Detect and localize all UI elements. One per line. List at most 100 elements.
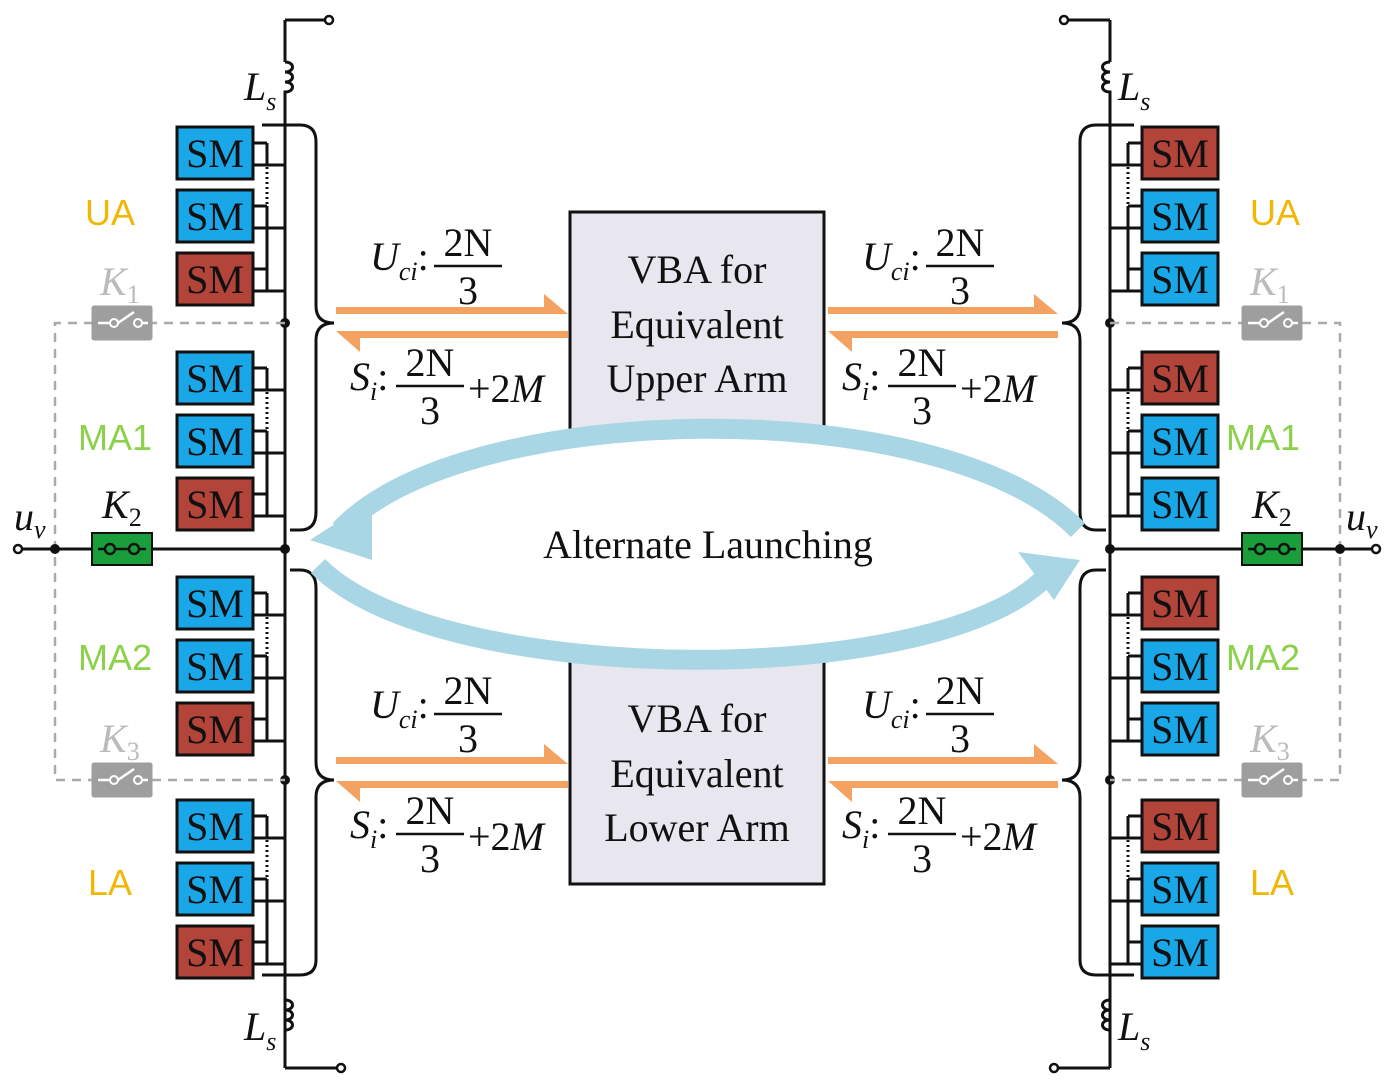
sm-module: SM <box>175 476 285 532</box>
sm-module: SM <box>175 575 285 631</box>
sm-label: SM <box>186 644 244 689</box>
right-converter: Ls Ls SM SM SM SM SM SM SM SM SM SM SM SM K1 <box>1048 14 1382 1074</box>
inductor-bottom-right <box>1101 998 1111 1032</box>
bypass-loop-left <box>53 321 285 782</box>
sm-module: SM <box>1110 413 1220 469</box>
arm-label-ua-right: UA <box>1250 192 1300 233</box>
left-ma1-modules: SM SM SM <box>175 350 285 532</box>
svg-text:Si:: Si: <box>350 354 388 406</box>
svg-text:+2M: +2M <box>468 366 547 411</box>
svg-text:2N: 2N <box>936 668 985 713</box>
svg-text:3: 3 <box>912 388 932 433</box>
left-converter: Ls Ls SM SM SM SM SM SM SM SM SM SM SM SM K1 <box>12 14 347 1074</box>
switch-k3-left-label: K3 <box>99 716 140 766</box>
arm-label-la-right: LA <box>1250 862 1294 903</box>
sm-label: SM <box>186 804 244 849</box>
terminal-bottom-right <box>1048 1062 1060 1074</box>
sm-module: SM <box>175 350 285 406</box>
sm-module: SM <box>1110 251 1220 307</box>
sm-label: SM <box>1151 804 1209 849</box>
switch-k3-right-label: K3 <box>1249 716 1290 766</box>
sm-module: SM <box>175 924 285 980</box>
output-label-right: uv <box>1346 494 1378 544</box>
sm-module: SM <box>175 251 285 307</box>
sm-module: SM <box>1110 638 1220 694</box>
sm-label: SM <box>1151 930 1209 975</box>
svg-text:Uci:: Uci: <box>370 682 429 734</box>
svg-text:Uci:: Uci: <box>862 234 921 286</box>
right-ma2-modules: SM SM SM <box>1110 575 1220 757</box>
formula-uci: Uci:2N3 <box>862 668 994 761</box>
sm-label: SM <box>1151 867 1209 912</box>
alternate-launching-arrows <box>310 418 1086 670</box>
bracket-lower-left <box>262 568 335 977</box>
output-label-left: uv <box>14 494 46 544</box>
sm-module: SM <box>175 188 285 244</box>
bracket-upper-left <box>262 123 335 532</box>
switch-k2-right-label: K2 <box>1251 482 1292 532</box>
inductor-label-bottom-right: Ls <box>1117 1004 1150 1056</box>
sm-label: SM <box>186 867 244 912</box>
left-ua-modules: SM SM SM <box>175 125 285 307</box>
sm-label: SM <box>1151 482 1209 527</box>
switch-k1-left <box>91 305 153 341</box>
svg-text:2N: 2N <box>936 220 985 265</box>
svg-text:2N: 2N <box>898 788 947 833</box>
bracket-lower-right <box>1061 568 1134 977</box>
sm-label: SM <box>186 356 244 401</box>
inductor-label-top-left: Ls <box>243 64 276 116</box>
inductor-top-left <box>283 60 294 96</box>
svg-text:+2M: +2M <box>960 366 1039 411</box>
sm-module: SM <box>175 701 285 757</box>
right-la-modules: SM SM SM <box>1110 798 1220 980</box>
inductor-label-top-right: Ls <box>1117 64 1150 116</box>
arm-label-ma1-right: MA1 <box>1226 417 1300 458</box>
output-terminal-right <box>1370 543 1382 555</box>
sm-module: SM <box>1110 125 1220 181</box>
switch-k3-right <box>1241 762 1303 798</box>
switch-k1-left-label: K1 <box>99 259 140 309</box>
terminal-top-right <box>1058 14 1070 26</box>
svg-text:3: 3 <box>420 836 440 881</box>
svg-text:3: 3 <box>950 716 970 761</box>
sm-label: SM <box>186 930 244 975</box>
sm-label: SM <box>1151 194 1209 239</box>
sm-label: SM <box>1151 131 1209 176</box>
svg-text:3: 3 <box>458 716 478 761</box>
inductor-bottom-left <box>284 998 294 1032</box>
arm-label-la-left: LA <box>88 862 132 903</box>
right-ma1-modules: SM SM SM <box>1110 350 1220 532</box>
svg-text:3: 3 <box>950 268 970 313</box>
sm-module: SM <box>1110 861 1220 917</box>
arrows-lower-left <box>336 744 568 802</box>
vba-upper: VBA for Equivalent Upper Arm <box>568 210 826 438</box>
bracket-upper-right <box>1061 123 1134 532</box>
terminal-bottom-left <box>335 1062 347 1074</box>
sm-label: SM <box>186 131 244 176</box>
inductor-label-bottom-left: Ls <box>243 1004 276 1056</box>
svg-text:+2M: +2M <box>468 814 547 859</box>
switch-k2-left <box>91 532 153 566</box>
svg-text:Si:: Si: <box>842 802 880 854</box>
sm-label: SM <box>1151 707 1209 752</box>
sm-label: SM <box>1151 644 1209 689</box>
switch-k2-left-label: K2 <box>101 482 142 532</box>
switch-k3-left <box>91 762 153 798</box>
sm-module: SM <box>1110 575 1220 631</box>
svg-text:Uci:: Uci: <box>370 234 429 286</box>
bypass-loop-right <box>1110 321 1342 782</box>
sm-module: SM <box>1110 350 1220 406</box>
sm-label: SM <box>186 581 244 626</box>
terminal-top-left <box>323 14 335 26</box>
arm-label-ma1-left: MA1 <box>78 417 152 458</box>
switch-k1-right-label: K1 <box>1249 259 1290 309</box>
switch-k1-right <box>1241 305 1303 341</box>
sm-label: SM <box>186 257 244 302</box>
svg-text:Si:: Si: <box>350 802 388 854</box>
sm-module: SM <box>1110 924 1220 980</box>
formula-si: Si:2N3+2M <box>350 788 547 881</box>
formula-si: Si:2N3+2M <box>350 340 547 433</box>
sm-module: SM <box>175 413 285 469</box>
